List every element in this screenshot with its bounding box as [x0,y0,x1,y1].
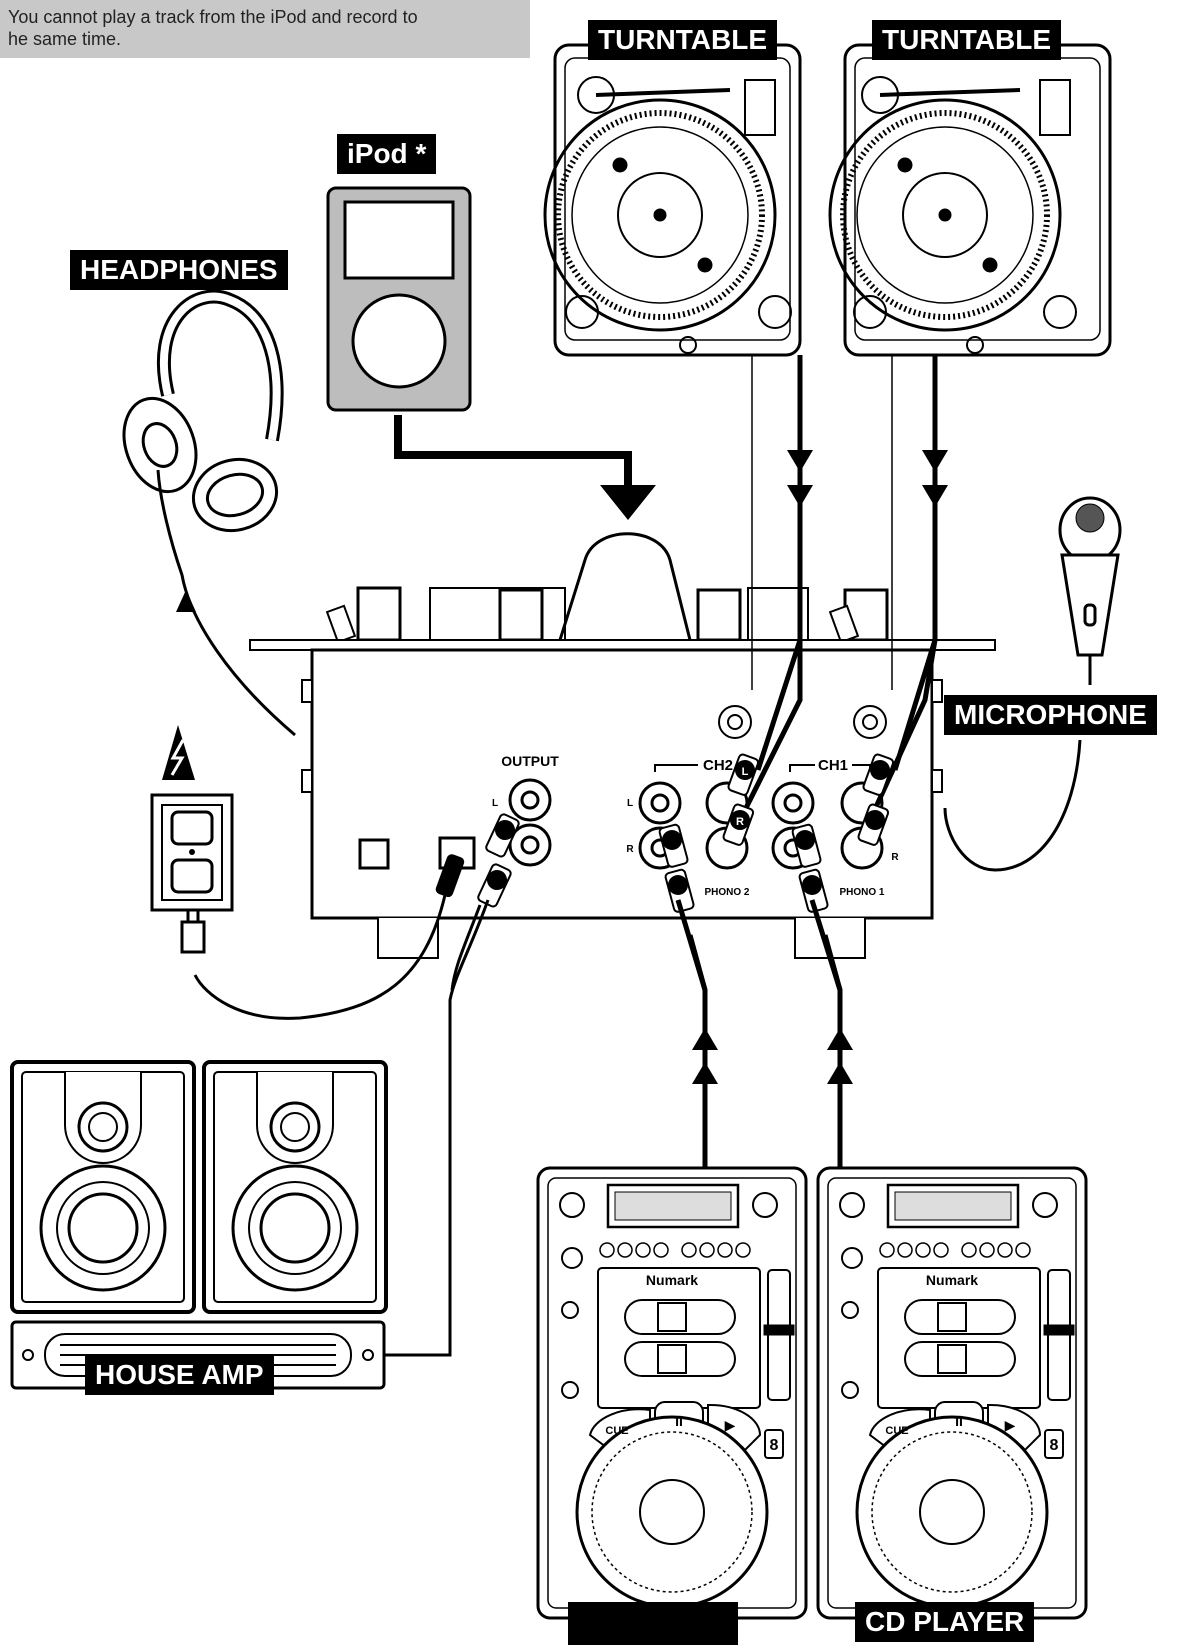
headphone-arrow [176,590,196,612]
ipod [326,186,472,412]
cd-player-right [816,1166,1088,1620]
cd-right-eight: 8 [1050,1437,1059,1454]
cd-right-cue: CUE [885,1425,908,1437]
cd-left-pause: II [675,1413,683,1429]
power-outlet [150,725,234,954]
cd-left-eight: 8 [770,1437,779,1454]
note-box: You cannot play a track from the iPod an… [0,0,530,58]
label-cd-player-left [568,1602,738,1645]
mixer-ch1-label: CH1 [818,757,848,774]
note-line-2: he same time. [8,29,122,49]
headphone-cable [156,469,296,737]
mixer-phono2-label: PHONO 2 [704,887,749,898]
label-turntable-left: TURNTABLE [588,20,778,60]
rca-plugs [435,753,895,913]
cd-left-brand: Numark [646,1272,698,1288]
speaker-right [202,1060,388,1314]
turntable-left [543,43,802,357]
label-headphones: HEADPHONES [70,250,288,290]
plug-label-l: L [742,766,749,778]
mixer-phono1-label: PHONO 1 [839,887,884,898]
mixer-output-label: OUTPUT [501,753,559,769]
turntable-right [828,43,1112,357]
microphone [1058,496,1122,685]
label-turntable-right: TURNTABLE [872,20,1062,60]
label-house-amp: HOUSE AMP [85,1355,274,1395]
note-line-1: You cannot play a track from the iPod an… [8,7,418,27]
mixer-output-l: L [492,798,498,809]
headphones [122,289,284,533]
cd-right-pause: II [955,1413,963,1429]
mixer-ch2-l: L [627,798,633,809]
cd-right-brand: Numark [926,1272,978,1288]
ipod-cable [394,415,632,485]
cd-left-cue: CUE [605,1425,628,1437]
label-microphone: MICROPHONE [944,695,1157,735]
speaker-left [10,1060,196,1314]
ipod-arrow [600,485,656,520]
label-cd-player-right: CD PLAYER [855,1602,1035,1642]
microphone-cable [943,739,1082,872]
cd-player-left [536,1166,808,1620]
mixer-ch2-r: R [626,844,634,855]
mixer-ch2-label: CH2 [703,757,733,774]
cd-cables [675,899,843,1168]
cd-left-play: ▶ [725,1417,736,1433]
cd-arrows [692,1028,853,1084]
mixer-ch1-r: R [891,852,899,863]
cd-right-play: ▶ [1005,1417,1016,1433]
plug-label-r: R [736,816,744,828]
output-cables [193,894,490,1357]
label-ipod: iPod * [337,134,437,174]
turntable-arrows [787,450,948,507]
